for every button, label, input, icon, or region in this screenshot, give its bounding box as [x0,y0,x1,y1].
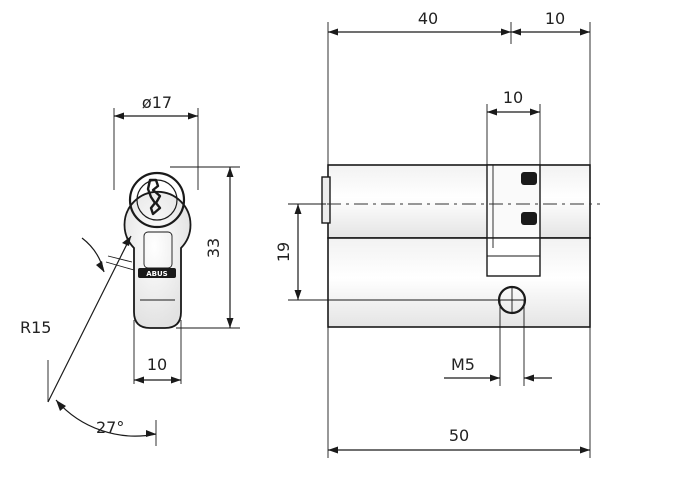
arrow [171,376,181,384]
cam-line [107,255,133,263]
arrow [56,400,66,411]
pin-bottom [521,212,537,225]
cam-slot [486,237,541,277]
arrow [328,28,338,36]
cam-line2 [105,261,135,271]
dim-diameter: ø17 [142,93,172,112]
arrow [134,376,144,384]
arrow [294,290,302,300]
arrow [122,236,131,246]
arrow [580,446,590,454]
profile-outline [123,191,192,329]
arrow [487,108,497,116]
front-collar [321,176,331,224]
arrow [114,112,124,120]
dim-length-40: 40 [418,9,438,28]
side-view: 40 10 10 19 M5 50 [274,9,600,458]
arrow [146,430,156,437]
arrow [530,108,540,116]
dim-thread: M5 [451,355,475,374]
pin-top [521,172,537,185]
arrow [511,28,521,36]
plug-ring [128,171,186,229]
dim-height-19: 19 [274,242,293,262]
cylinder-stem [327,237,591,328]
arrow [294,204,302,214]
arrow [226,167,234,177]
dim-total-50: 50 [449,426,469,445]
brand-logo: ABUS [146,270,167,278]
arrow [524,374,534,382]
dim-length-10-top: 10 [545,9,565,28]
dim-angle: 27° [96,418,124,437]
arrow [580,28,590,36]
front-view: ABUS ø17 33 10 R15 [20,93,240,446]
keyway-icon [146,178,162,216]
arrow [501,28,511,36]
dim-bottom-10: 10 [147,355,167,374]
dim-height-33: 33 [204,238,223,258]
angle-arc [55,399,157,437]
dim-cam-10: 10 [503,88,523,107]
arrow [490,374,500,382]
radius-leader [47,235,132,403]
arrow [328,446,338,454]
cylinder-body [327,164,591,239]
brand-plate [138,268,176,278]
dim-radius: R15 [20,318,51,337]
arrow [96,261,104,272]
arrow [226,318,234,328]
arrow [188,112,198,120]
